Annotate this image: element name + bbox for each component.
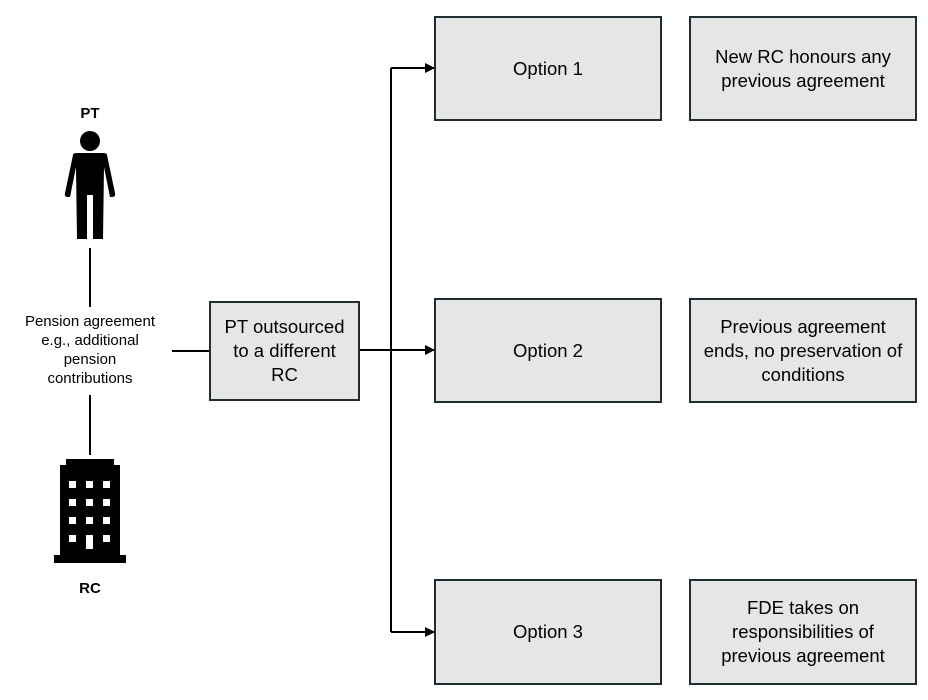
central-box: PT outsourced to a different RC (209, 301, 360, 401)
option-3-box: Option 3 (434, 579, 662, 685)
option-2-box: Option 2 (434, 298, 662, 403)
option-1-label: Option 1 (513, 57, 583, 79)
outcome-1-text: New RC honours any previous agreement (715, 46, 891, 91)
outcome-3-box: FDE takes on responsibilities of previou… (689, 579, 917, 685)
building-icon (54, 459, 126, 563)
outcome-2-box: Previous agreement ends, no preservation… (689, 298, 917, 403)
option-2-label: Option 2 (513, 339, 583, 361)
option-3-label: Option 3 (513, 621, 583, 642)
person-icon (64, 131, 116, 239)
outcome-1-box: New RC honours any previous agreement (689, 16, 917, 121)
option-1-box: Option 1 (434, 16, 662, 121)
company-label: RC (79, 580, 101, 597)
relationship-label: Pension agreement e.g., additional pensi… (20, 312, 160, 388)
person-label: PT (80, 105, 100, 122)
central-box-text: PT outsourced to a different RC (224, 316, 345, 385)
outcome-3-text: FDE takes on responsibilities of previou… (721, 597, 885, 666)
outcome-2-text: Previous agreement ends, no preservation… (703, 315, 903, 385)
